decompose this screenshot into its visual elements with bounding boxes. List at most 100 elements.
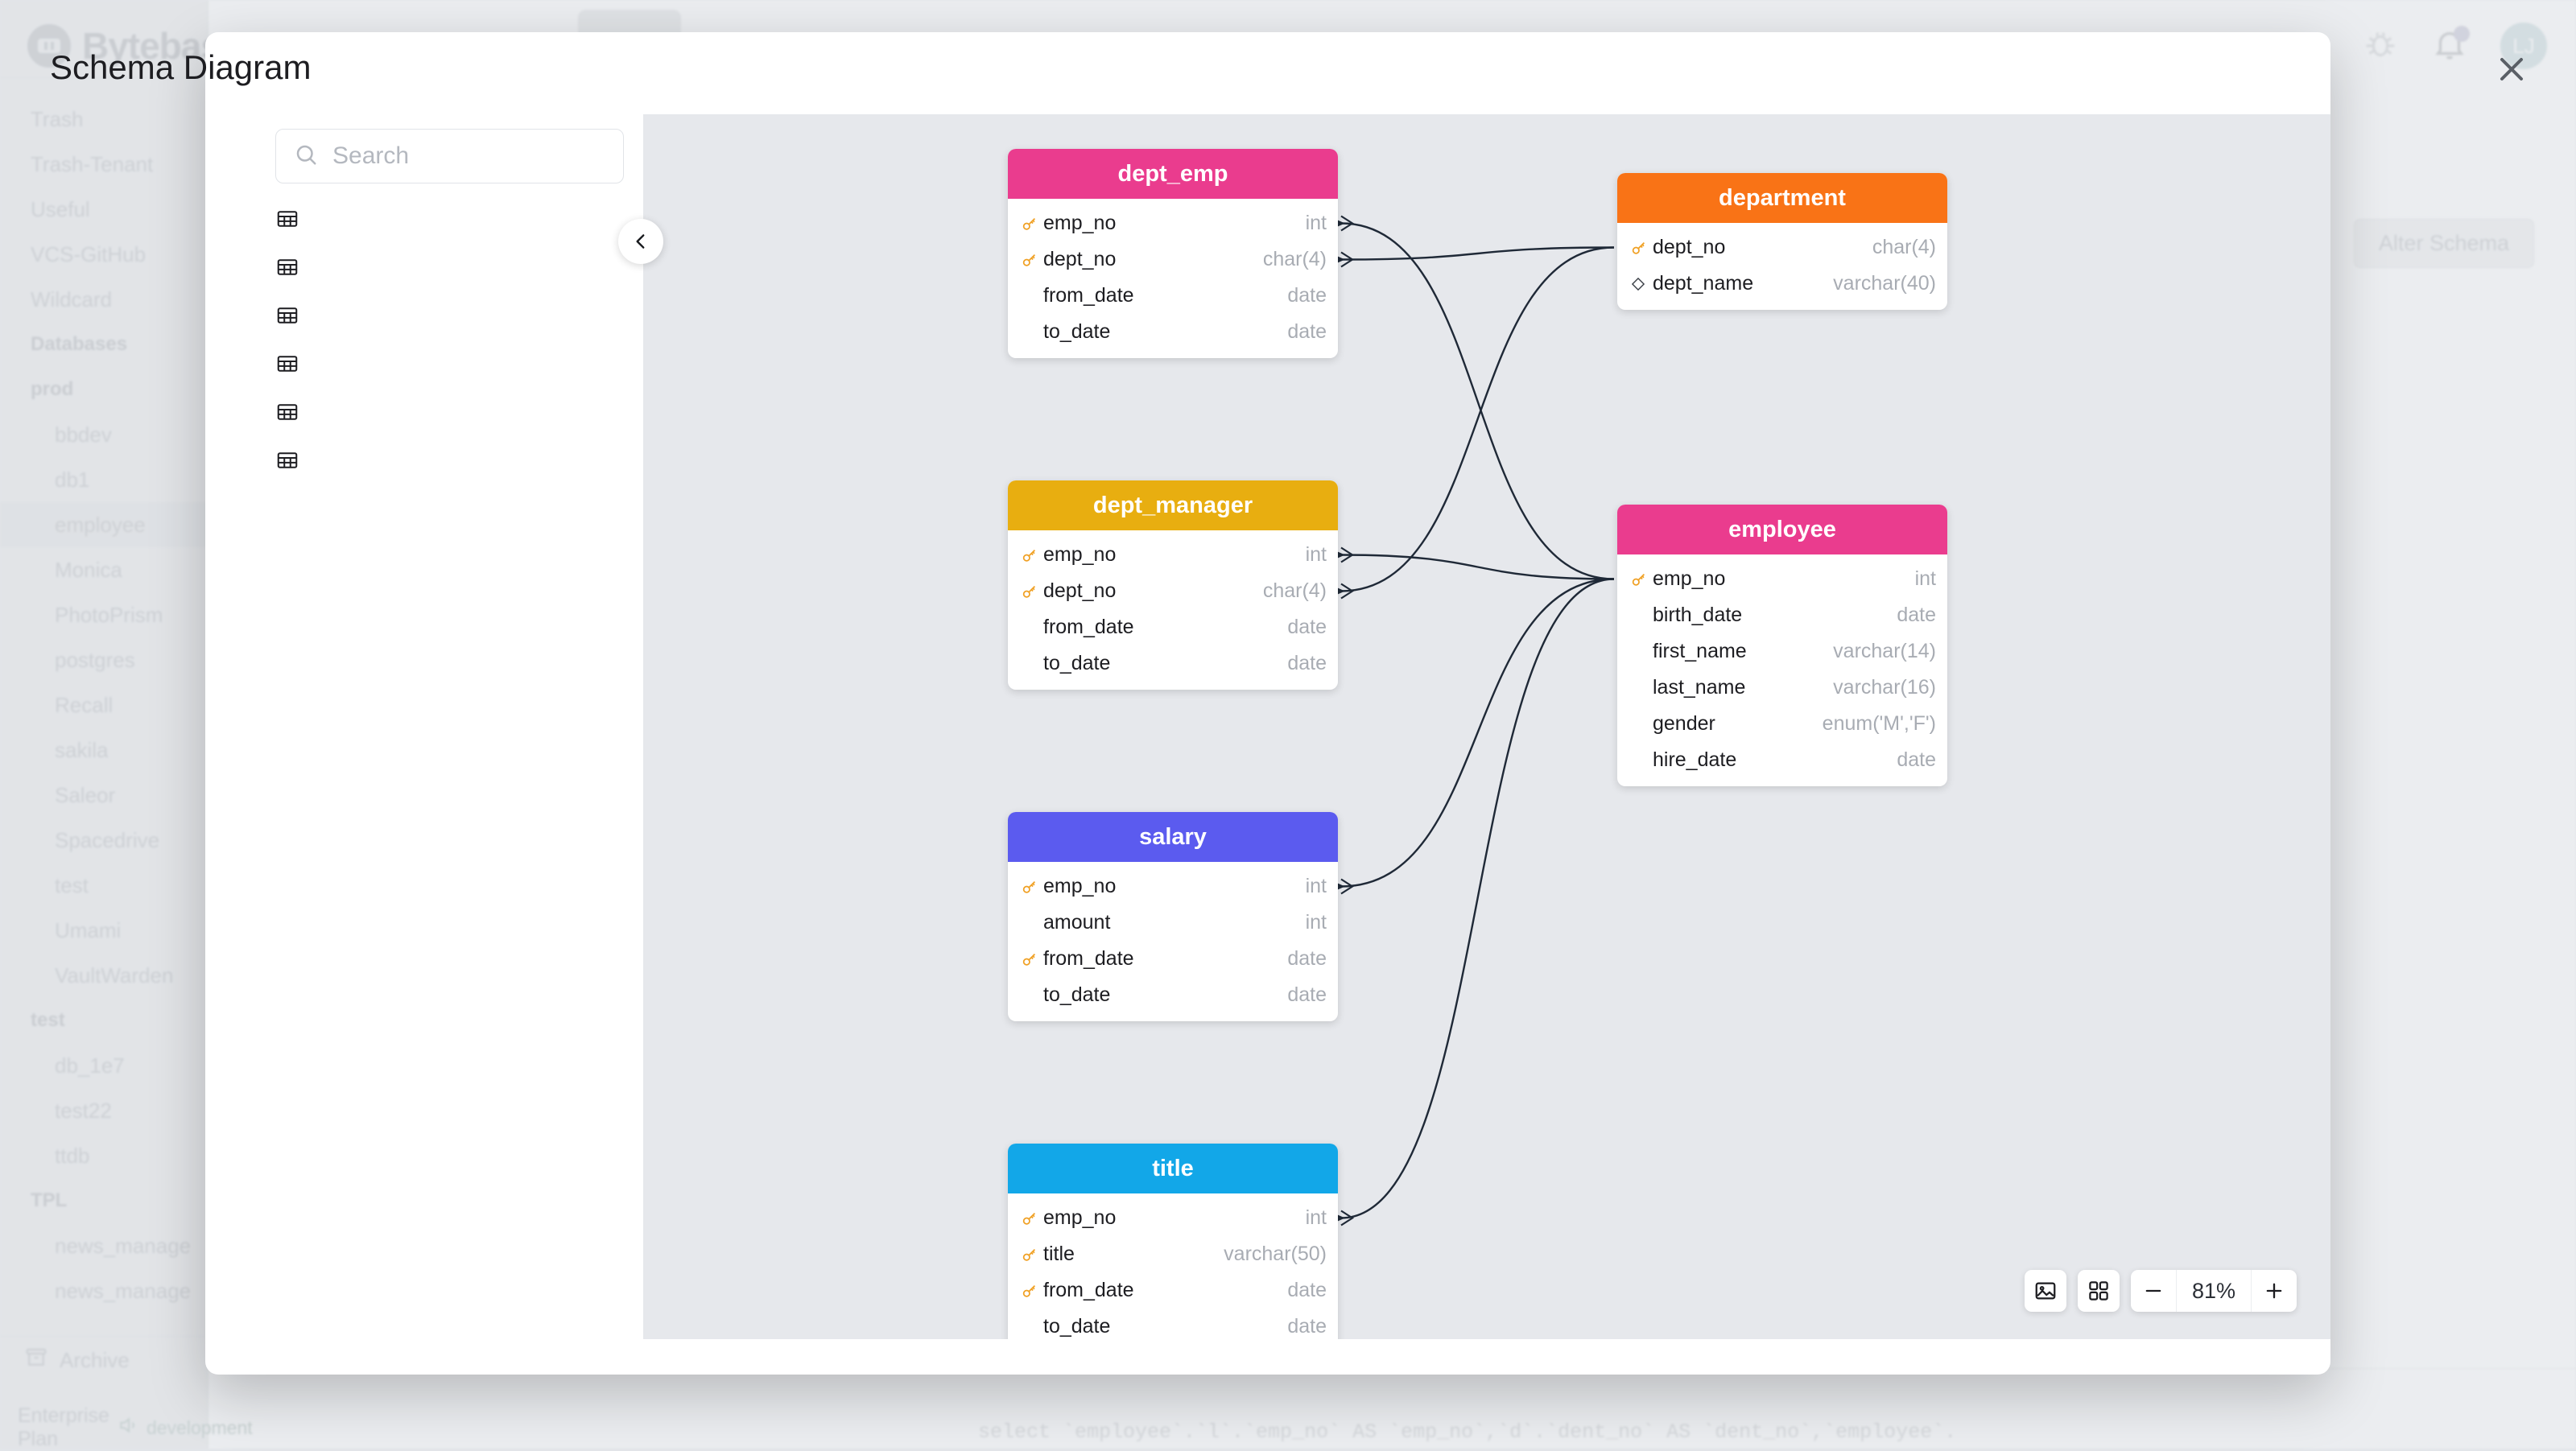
table-node[interactable]: employee emp_no int birth_date date firs… bbox=[1617, 505, 1947, 786]
table-column-row[interactable]: amount int bbox=[1008, 905, 1338, 941]
sidebar-db-photoprism[interactable]: PhotoPrism bbox=[0, 592, 208, 637]
sidebar-db-monica[interactable]: Monica bbox=[0, 547, 208, 592]
close-icon[interactable] bbox=[2492, 50, 2531, 89]
table-column-row[interactable]: to_date date bbox=[1008, 1309, 1338, 1339]
table-node[interactable]: title emp_no int title varchar(50) from_… bbox=[1008, 1144, 1338, 1339]
table-column-row[interactable]: to_date date bbox=[1008, 314, 1338, 350]
table-column-row[interactable]: title varchar(50) bbox=[1008, 1236, 1338, 1272]
primary-key-icon bbox=[1630, 571, 1648, 588]
table-node[interactable]: dept_emp emp_no int dept_no char(4) from… bbox=[1008, 149, 1338, 358]
column-icon-slot bbox=[1021, 546, 1043, 564]
table-list-item[interactable] bbox=[256, 195, 643, 243]
sidebar-db-test22[interactable]: test22 bbox=[0, 1088, 208, 1133]
table-node-header: dept_emp bbox=[1008, 149, 1338, 199]
export-image-button[interactable] bbox=[2025, 1270, 2066, 1312]
sidebar-item-wildcard[interactable]: Wildcard bbox=[0, 277, 208, 322]
column-name: from_date bbox=[1043, 616, 1271, 639]
table-list-item[interactable] bbox=[256, 340, 643, 388]
sidebar-db-db1[interactable]: db1 bbox=[0, 457, 208, 502]
canvas-toolbar: 81% bbox=[2025, 1270, 2297, 1312]
table-column-row[interactable]: to_date date bbox=[1008, 645, 1338, 682]
sidebar-db-news-manage-1[interactable]: news_manage bbox=[0, 1223, 208, 1268]
search-input[interactable] bbox=[331, 142, 605, 171]
table-list-item[interactable] bbox=[256, 436, 643, 484]
zoom-in-button[interactable] bbox=[2252, 1270, 2297, 1312]
sidebar-db-employee[interactable]: employee bbox=[0, 502, 208, 547]
column-type: char(4) bbox=[1247, 579, 1327, 603]
sidebar-db-bbdev[interactable]: bbdev bbox=[0, 412, 208, 457]
table-column-row[interactable]: emp_no int bbox=[1008, 205, 1338, 241]
column-name: dept_no bbox=[1653, 236, 1856, 259]
table-column-row[interactable]: from_date date bbox=[1008, 941, 1338, 977]
column-name: last_name bbox=[1653, 676, 1817, 699]
table-column-row[interactable]: dept_no char(4) bbox=[1008, 241, 1338, 278]
column-name: from_date bbox=[1043, 947, 1271, 971]
notification-bell-icon[interactable] bbox=[2431, 26, 2468, 67]
column-name: dept_no bbox=[1043, 248, 1247, 271]
table-column-row[interactable]: last_name varchar(16) bbox=[1617, 670, 1947, 706]
column-icon-slot bbox=[1021, 583, 1043, 600]
table-column-row[interactable]: emp_no int bbox=[1008, 1200, 1338, 1236]
zoom-level[interactable]: 81% bbox=[2176, 1270, 2252, 1312]
table-column-row[interactable]: from_date date bbox=[1008, 609, 1338, 645]
collapse-panel-button[interactable] bbox=[618, 219, 663, 264]
table-column-row[interactable]: from_date date bbox=[1008, 1272, 1338, 1309]
column-name: to_date bbox=[1043, 320, 1271, 344]
relationship-edge bbox=[1341, 224, 1614, 579]
table-column-row[interactable]: hire_date date bbox=[1617, 742, 1947, 778]
sidebar-db-umami[interactable]: Umami bbox=[0, 908, 208, 953]
table-column-row[interactable]: emp_no int bbox=[1008, 537, 1338, 573]
table-node[interactable]: salary emp_no int amount int from_date d… bbox=[1008, 812, 1338, 1021]
table-column-row[interactable]: dept_no char(4) bbox=[1617, 229, 1947, 266]
primary-key-icon bbox=[1021, 251, 1038, 269]
sidebar-item-trash-tenant[interactable]: Trash-Tenant bbox=[0, 142, 208, 187]
sidebar-db-recall[interactable]: Recall bbox=[0, 682, 208, 728]
sidebar-db-saleor[interactable]: Saleor bbox=[0, 773, 208, 818]
sidebar-db-test[interactable]: test bbox=[0, 863, 208, 908]
auto-layout-button[interactable] bbox=[2078, 1270, 2120, 1312]
column-name: to_date bbox=[1043, 983, 1271, 1007]
sidebar-db-db-1e7[interactable]: db_1e7 bbox=[0, 1043, 208, 1088]
primary-key-icon bbox=[1021, 215, 1038, 233]
sidebar-item-useful[interactable]: Useful bbox=[0, 187, 208, 232]
sidebar-item-archive[interactable]: Archive bbox=[0, 1336, 208, 1384]
table-node[interactable]: department dept_no char(4) dept_name var… bbox=[1617, 173, 1947, 310]
zoom-out-button[interactable] bbox=[2131, 1270, 2176, 1312]
table-list bbox=[256, 195, 643, 484]
column-name: hire_date bbox=[1653, 748, 1880, 772]
sidebar-db-sakila[interactable]: sakila bbox=[0, 728, 208, 773]
sidebar-item-trash[interactable]: Trash bbox=[0, 97, 208, 142]
table-list-item[interactable] bbox=[256, 291, 643, 340]
table-column-row[interactable]: dept_no char(4) bbox=[1008, 573, 1338, 609]
column-type: int bbox=[1290, 875, 1327, 898]
table-column-row[interactable]: dept_name varchar(40) bbox=[1617, 266, 1947, 302]
table-column-row[interactable]: birth_date date bbox=[1617, 597, 1947, 633]
table-list-item[interactable] bbox=[256, 243, 643, 291]
table-column-row[interactable]: from_date date bbox=[1008, 278, 1338, 314]
notification-badge bbox=[2454, 26, 2470, 42]
sidebar-db-vaultwarden[interactable]: VaultWarden bbox=[0, 953, 208, 998]
search-box[interactable] bbox=[275, 129, 624, 183]
alter-schema-button[interactable]: Alter Schema bbox=[2354, 219, 2534, 268]
table-column-row[interactable]: gender enum('M','F') bbox=[1617, 706, 1947, 742]
table-column-row[interactable]: first_name varchar(14) bbox=[1617, 633, 1947, 670]
table-node-columns: emp_no int birth_date date first_name va… bbox=[1617, 554, 1947, 786]
sidebar-db-spacedrive[interactable]: Spacedrive bbox=[0, 818, 208, 863]
sidebar-item-vcs-github[interactable]: VCS-GitHub bbox=[0, 232, 208, 277]
diagram-canvas[interactable]: dept_emp emp_no int dept_no char(4) from… bbox=[644, 114, 2330, 1339]
table-column-row[interactable]: emp_no int bbox=[1008, 868, 1338, 905]
sidebar-db-news-manage-2[interactable]: news_manage bbox=[0, 1268, 208, 1313]
column-type: date bbox=[1271, 320, 1327, 344]
environment-label: development bbox=[147, 1417, 253, 1439]
sidebar-db-ttdb[interactable]: ttdb bbox=[0, 1133, 208, 1178]
table-node[interactable]: dept_manager emp_no int dept_no char(4) … bbox=[1008, 480, 1338, 690]
column-name: from_date bbox=[1043, 1279, 1271, 1302]
bug-icon[interactable] bbox=[2362, 26, 2399, 67]
sidebar-db-postgres[interactable]: postgres bbox=[0, 637, 208, 682]
table-column-row[interactable]: to_date date bbox=[1008, 977, 1338, 1013]
table-column-row[interactable]: emp_no int bbox=[1617, 561, 1947, 597]
table-list-item[interactable] bbox=[256, 388, 643, 436]
table-node-columns: dept_no char(4) dept_name varchar(40) bbox=[1617, 223, 1947, 310]
column-icon-slot bbox=[1021, 950, 1043, 968]
column-icon-slot bbox=[1021, 215, 1043, 233]
